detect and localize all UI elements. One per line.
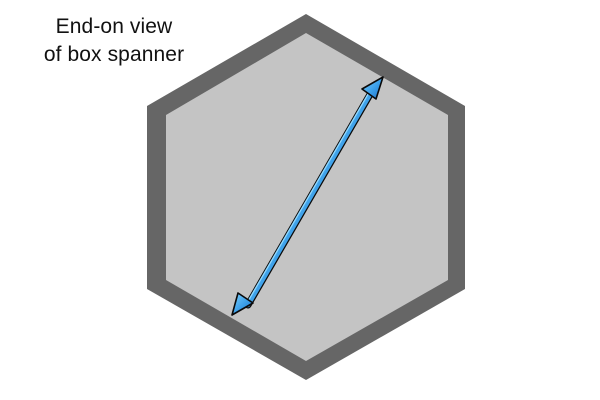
arrow-head-top [361, 76, 384, 100]
arrow-shaft-highlight [246, 88, 372, 304]
arrow-shaft-fill [245, 88, 375, 308]
diagram-title: End-on view of box spanner [26, 13, 202, 69]
arrow-head-bottom [231, 292, 254, 316]
title-line-2: of box spanner [43, 43, 185, 66]
title-line-1: End-on view [55, 15, 173, 38]
measurement-arrow [231, 76, 384, 316]
